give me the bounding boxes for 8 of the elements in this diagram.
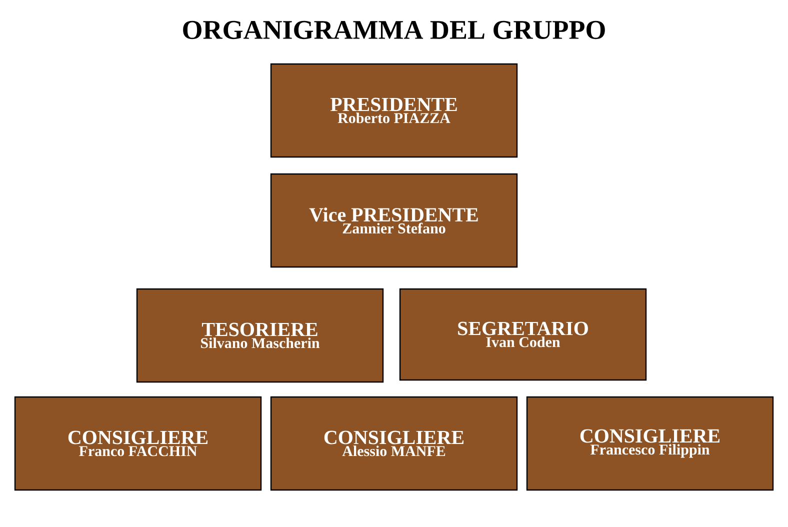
role-box: TESORIERE Silvano Mascherin (136, 288, 384, 383)
title: ORGANIGRAMMA DEL GRUPPO (183, 20, 605, 40)
role-box: CONSIGLIERE Francesco Filippin (526, 396, 774, 491)
role-box: Vice PRESIDENTE Zannier Stefano (270, 173, 518, 268)
role-box: CONSIGLIERE Franco FACCHIN (14, 396, 262, 491)
role-box: PRESIDENTE Roberto PIAZZA (270, 63, 518, 158)
role-box: CONSIGLIERE Alessio MANFE (270, 396, 518, 491)
role-box: SEGRETARIO Ivan Coden (399, 288, 647, 381)
